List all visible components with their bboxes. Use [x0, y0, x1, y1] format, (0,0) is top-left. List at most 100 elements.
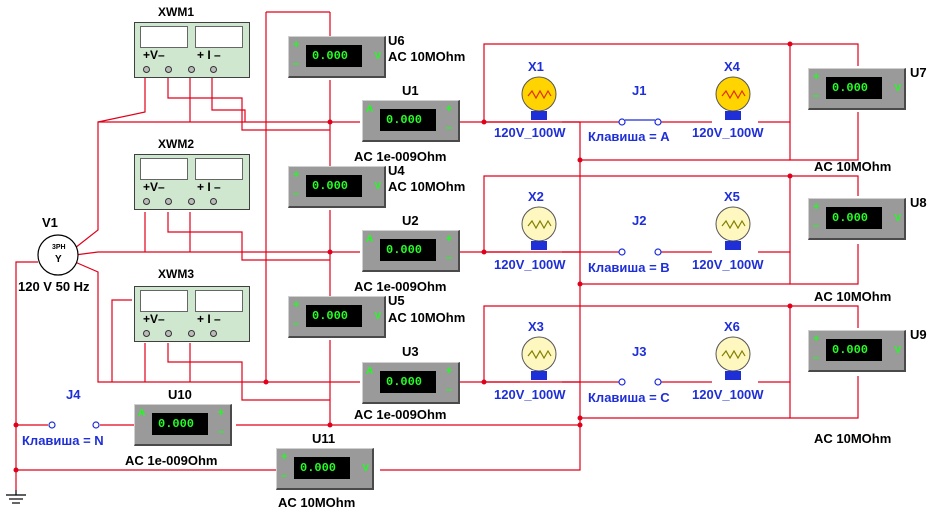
- wire: [74, 261, 360, 383]
- meter-display: 0.000: [380, 371, 436, 393]
- meter-display: 0.000: [294, 457, 350, 479]
- minus-terminal-icon: –: [293, 58, 300, 70]
- lamp-x6[interactable]: [712, 334, 754, 384]
- junction: [787, 41, 793, 47]
- switch-j1-key[interactable]: Клавиша = A: [588, 129, 670, 144]
- lamp-x2-name: X2: [528, 189, 544, 204]
- switch-j3-key[interactable]: Клавиша = C: [588, 390, 670, 405]
- plus-terminal-icon: +: [813, 201, 820, 213]
- junction: [577, 281, 583, 287]
- lamp-x3[interactable]: [518, 334, 560, 384]
- meter-display: 0.000: [306, 45, 362, 67]
- plus-terminal-icon: +: [445, 103, 452, 115]
- junction: [327, 422, 333, 428]
- meter-mode: V: [362, 463, 369, 474]
- wattmeter-xwm2[interactable]: +V– + I –: [134, 154, 250, 210]
- meter-u3-name: U3: [402, 344, 419, 359]
- wattmeter-xwm1[interactable]: +V– + I –: [134, 22, 250, 78]
- wire: [483, 175, 859, 252]
- lamp-x1-rating: 120V_100W: [494, 125, 566, 140]
- lamp-x6-name: X6: [724, 319, 740, 334]
- junction: [577, 422, 583, 428]
- wattmeter-name: XWM1: [158, 5, 194, 19]
- lamp-x5-name: X5: [724, 189, 740, 204]
- wire: [789, 244, 859, 285]
- meter-u5-name: U5: [388, 293, 405, 308]
- junction: [327, 249, 333, 255]
- meter-u11-name: U11: [312, 431, 336, 446]
- wire: [758, 44, 791, 123]
- meter-display: 0.000: [380, 109, 436, 131]
- lamp-x3-name: X3: [528, 319, 544, 334]
- wire: [15, 261, 38, 425]
- meter-u10-name: U10: [168, 387, 192, 402]
- switch-j2-name: J2: [632, 213, 647, 228]
- meter-display: 0.000: [306, 305, 362, 327]
- meter-u7-name: U7: [910, 65, 927, 80]
- switch-j1-name: J1: [632, 83, 647, 98]
- plus-terminal-icon: +: [281, 451, 288, 463]
- minus-terminal-icon: –: [445, 122, 452, 134]
- wire: [483, 43, 859, 122]
- lamp-x1-name: X1: [528, 59, 544, 74]
- meter-display: 0.000: [826, 339, 882, 361]
- lightbulb-icon: [715, 76, 751, 120]
- wire: [74, 121, 360, 249]
- meter-u1-name: U1: [402, 83, 419, 98]
- wire: [211, 78, 246, 122]
- meter-display: 0.000: [826, 77, 882, 99]
- lamp-x2[interactable]: [518, 204, 560, 254]
- minus-terminal-icon: –: [445, 384, 452, 396]
- lamp-x5[interactable]: [712, 204, 754, 254]
- wire: [97, 78, 146, 123]
- meter-u9-name: U9: [910, 327, 927, 342]
- lightbulb-icon: [521, 336, 557, 380]
- plus-terminal-icon: +: [813, 333, 820, 345]
- meter-u4-name: U4: [388, 163, 405, 178]
- plus-terminal-icon: +: [293, 169, 300, 181]
- meter-u3-desc: AC 1e-009Ohm: [354, 407, 447, 422]
- junction: [481, 119, 487, 125]
- meter-mode: A: [366, 234, 374, 245]
- junction: [787, 173, 793, 179]
- plus-terminal-icon: +: [445, 365, 452, 377]
- meter-mode: V: [374, 311, 381, 322]
- junction: [577, 415, 583, 421]
- lamp-x4[interactable]: [712, 74, 754, 124]
- junction: [787, 303, 793, 309]
- lamp-x1[interactable]: [518, 74, 560, 124]
- meter-u10-desc: AC 1e-009Ohm: [125, 453, 218, 468]
- wire: [483, 305, 859, 382]
- wire: [167, 212, 330, 261]
- plus-terminal-icon: +: [293, 299, 300, 311]
- wire: [111, 299, 132, 382]
- lamp-x2-rating: 120V_100W: [494, 257, 566, 272]
- switch-j2-key[interactable]: Клавиша = B: [588, 260, 670, 275]
- junction: [13, 422, 19, 428]
- meter-display: 0.000: [152, 413, 208, 435]
- meter-mode: V: [374, 51, 381, 62]
- switch-j4-key[interactable]: Клавиша = N: [22, 433, 104, 448]
- meter-u4-desc: AC 10MOhm: [388, 179, 466, 194]
- meter-u5-desc: AC 10MOhm: [388, 310, 466, 325]
- wire: [758, 306, 791, 383]
- minus-terminal-icon: –: [445, 252, 452, 264]
- meter-u6-name: U6: [388, 33, 405, 48]
- lamp-x3-rating: 120V_100W: [494, 387, 566, 402]
- lightbulb-icon: [521, 206, 557, 250]
- wattmeter-xwm3[interactable]: +V– + I –: [134, 286, 250, 342]
- wye-icon: Y: [55, 254, 62, 265]
- meter-display: 0.000: [380, 239, 436, 261]
